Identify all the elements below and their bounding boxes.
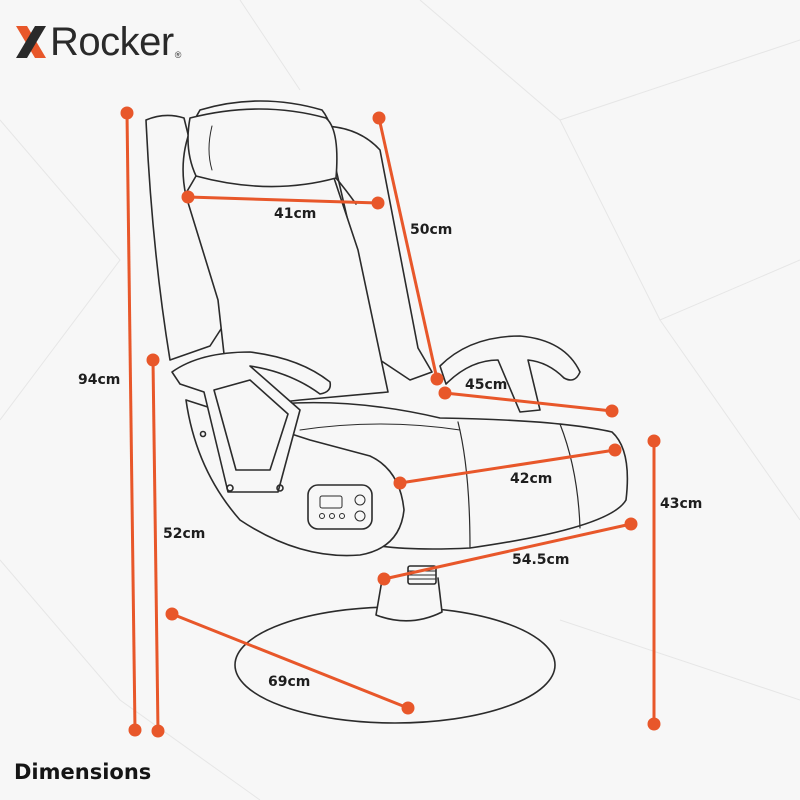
chair-pedestal (375, 577, 443, 622)
backrest-side-right (325, 125, 433, 381)
label-base-diameter: 69cm (268, 674, 311, 690)
label-side-height: 43cm (660, 496, 703, 512)
armrest-right (439, 335, 581, 413)
dim-line-side-height (647, 434, 661, 731)
dimension-lines (120, 106, 661, 738)
label-seat-depth: 54.5cm (512, 552, 570, 568)
label-seat-height: 52cm (163, 526, 206, 542)
brand-wordmark: Rocker (50, 20, 174, 64)
control-panel (307, 484, 373, 530)
label-armrest-length: 45cm (465, 377, 508, 393)
backrest-side-left (145, 114, 233, 361)
headrest (187, 108, 338, 188)
dim-line-seat-depth (377, 517, 638, 586)
brand-logo: X Rocker ® (14, 18, 181, 66)
dim-line-back-height (372, 111, 444, 386)
dim-line-seat-width (393, 443, 622, 490)
label-total-height: 94cm (78, 372, 121, 388)
dim-line-armrest-length (438, 386, 619, 418)
dim-line-base-diameter (165, 607, 415, 715)
label-headrest-width: 41cm (274, 206, 317, 222)
registered-mark: ® (174, 50, 182, 60)
chair-outline (145, 100, 629, 724)
x-logo-icon: X (16, 26, 46, 58)
dim-line-headrest-width (181, 190, 385, 210)
page-title: Dimensions (14, 760, 152, 784)
dim-line-total-height (120, 106, 142, 737)
label-back-height: 50cm (410, 222, 453, 238)
chair-base (234, 606, 556, 724)
label-seat-width: 42cm (510, 471, 553, 487)
dim-line-seat-height (146, 353, 165, 738)
